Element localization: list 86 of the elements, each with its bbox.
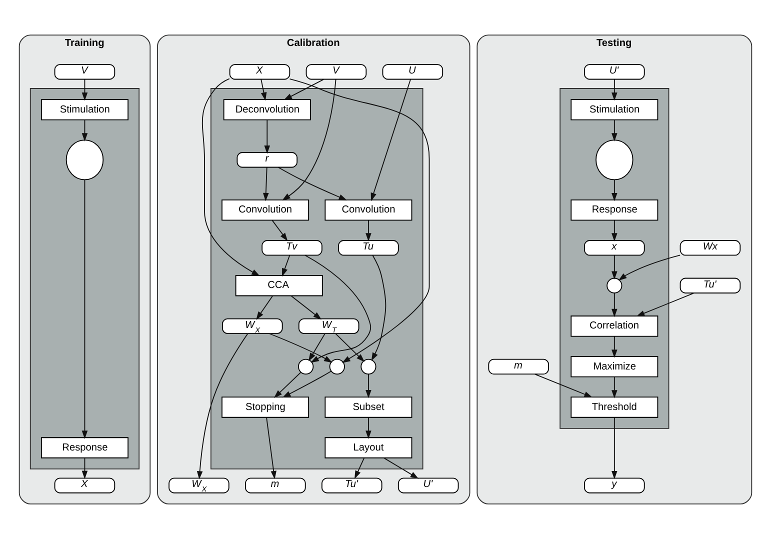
node-circle bbox=[606, 277, 622, 293]
arrow bbox=[290, 294, 322, 320]
arrow bbox=[612, 118, 618, 141]
node-box: Subset bbox=[324, 396, 412, 418]
arrow bbox=[308, 332, 326, 361]
arrow bbox=[618, 254, 681, 280]
cluster bbox=[30, 88, 140, 469]
node-box: X bbox=[54, 477, 116, 493]
node-box: Stopping bbox=[222, 396, 310, 418]
arrow bbox=[260, 78, 267, 100]
node-circle bbox=[360, 358, 376, 374]
arrow bbox=[82, 78, 88, 100]
node-box: Convolution bbox=[222, 198, 310, 220]
node-head bbox=[66, 139, 104, 180]
node-box: Stimulation bbox=[570, 98, 658, 120]
arrow bbox=[612, 335, 618, 358]
arrow bbox=[612, 416, 618, 479]
node-box: U bbox=[382, 64, 444, 80]
node-circle bbox=[329, 358, 345, 374]
node-box: Deconvolution bbox=[223, 98, 311, 120]
arrow bbox=[612, 292, 618, 317]
arrow bbox=[636, 292, 694, 316]
node-box: m bbox=[245, 477, 306, 493]
arrow bbox=[82, 457, 88, 479]
arrow bbox=[278, 166, 348, 200]
arrow bbox=[272, 219, 288, 241]
node-box: Tu' bbox=[321, 477, 382, 493]
node-box: x bbox=[584, 240, 645, 256]
arrow bbox=[82, 118, 88, 141]
node-box: V bbox=[306, 64, 367, 80]
arrow bbox=[282, 370, 332, 398]
arrow bbox=[202, 78, 260, 276]
node-box: W$_{T}$ bbox=[298, 318, 360, 334]
node-box: Tu bbox=[338, 240, 399, 256]
node-box: U' bbox=[584, 64, 645, 80]
arrow bbox=[196, 332, 248, 479]
node-box: y bbox=[584, 477, 645, 493]
node-box: W$_{X}$ bbox=[222, 318, 283, 334]
node-box: m bbox=[488, 358, 550, 374]
arrow bbox=[612, 178, 618, 201]
arrow bbox=[256, 294, 274, 320]
arrow bbox=[354, 457, 365, 478]
arrow bbox=[370, 78, 411, 201]
arrow bbox=[263, 166, 269, 201]
node-box: Layout bbox=[324, 436, 412, 458]
arrow bbox=[284, 78, 324, 100]
arrow bbox=[534, 373, 593, 397]
arrow bbox=[612, 78, 618, 100]
node-box: Response bbox=[40, 436, 128, 458]
node-box: X bbox=[229, 64, 290, 80]
node-box: W$_{X}$ bbox=[168, 477, 230, 493]
arrow bbox=[268, 332, 332, 362]
node-box: Convolution bbox=[324, 198, 412, 220]
node-box: Correlation bbox=[570, 315, 658, 336]
node-box: U' bbox=[398, 477, 459, 493]
node-box: Tu' bbox=[680, 277, 741, 293]
arrow bbox=[371, 254, 386, 360]
arrow bbox=[366, 373, 372, 398]
arrow bbox=[304, 254, 372, 362]
node-box: CCA bbox=[235, 274, 323, 296]
arrow bbox=[264, 118, 270, 154]
arrow bbox=[612, 376, 618, 398]
arrow bbox=[366, 416, 372, 438]
arrow bbox=[274, 371, 302, 398]
node-box: Response bbox=[570, 198, 658, 220]
arrow bbox=[383, 456, 419, 478]
node-box: r bbox=[236, 152, 298, 168]
arrow bbox=[82, 179, 88, 438]
node-box: Stimulation bbox=[40, 98, 128, 120]
node-head bbox=[596, 139, 634, 180]
node-circle bbox=[298, 358, 314, 374]
node-box: V bbox=[54, 64, 116, 80]
arrow bbox=[335, 332, 365, 362]
arrow bbox=[612, 254, 618, 280]
arrow bbox=[366, 219, 372, 241]
arrow bbox=[266, 416, 276, 479]
arrow bbox=[282, 254, 290, 276]
node-box: Threshold bbox=[570, 396, 658, 418]
cluster bbox=[560, 88, 670, 428]
node-box: Wx bbox=[680, 240, 741, 256]
arrow bbox=[282, 78, 336, 200]
arrow bbox=[612, 219, 618, 241]
cluster bbox=[210, 88, 424, 469]
node-box: Maximize bbox=[570, 356, 658, 377]
node-box: Tv bbox=[262, 240, 322, 256]
arrow bbox=[289, 78, 430, 362]
